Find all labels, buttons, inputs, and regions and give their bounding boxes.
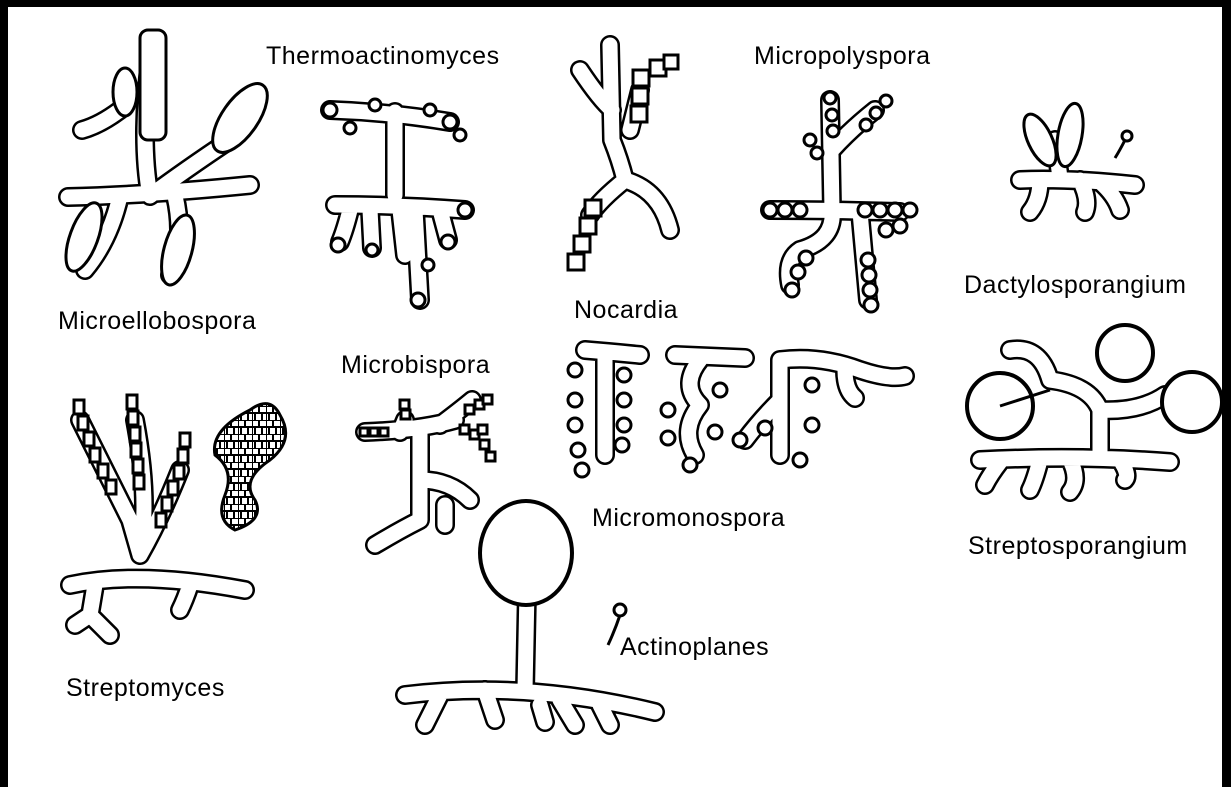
label-streptomyces: Streptomyces (66, 676, 225, 701)
label-actinoplanes: Actinoplanes (620, 635, 769, 660)
label-microbispora: Microbispora (341, 353, 490, 378)
label-micropolyspora: Micropolyspora (754, 44, 931, 69)
streptomyces-illustration (70, 395, 286, 635)
label-microellobospora: Microellobospora (58, 309, 256, 334)
streptosporangium-illustration (967, 325, 1222, 492)
label-thermoactinomyces: Thermoactinomyces (266, 44, 500, 69)
label-dactylosporangium: Dactylosporangium (964, 273, 1187, 298)
microbispora-illustration (360, 395, 495, 545)
micropolyspora-illustration (763, 92, 917, 312)
nocardia-illustration (568, 45, 678, 270)
label-nocardia: Nocardia (574, 298, 678, 323)
thermoactinomyces-illustration (323, 99, 472, 307)
microellobospora-illustration (59, 30, 278, 288)
label-micromonospora: Micromonospora (592, 506, 785, 531)
label-streptosporangium: Streptosporangium (968, 534, 1188, 559)
micromonospora-illustration (568, 350, 905, 477)
dactylosporangium-illustration (1017, 101, 1135, 212)
